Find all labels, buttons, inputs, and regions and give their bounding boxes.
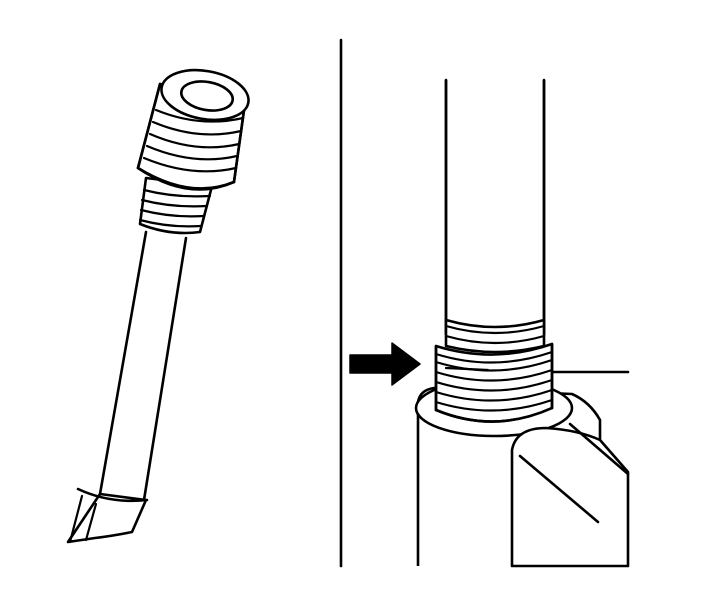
tool-shank (66, 230, 188, 544)
side-port (510, 422, 630, 568)
pointer-arrow (349, 342, 421, 386)
installation-panel (349, 78, 630, 568)
threaded-fitting (434, 342, 554, 423)
tool-panel (66, 68, 250, 544)
tube (444, 78, 546, 336)
tool-end-face (160, 68, 250, 122)
tube-threads (444, 318, 546, 354)
tool-threaded-head (136, 82, 248, 191)
tool-lower-threads (138, 176, 214, 235)
